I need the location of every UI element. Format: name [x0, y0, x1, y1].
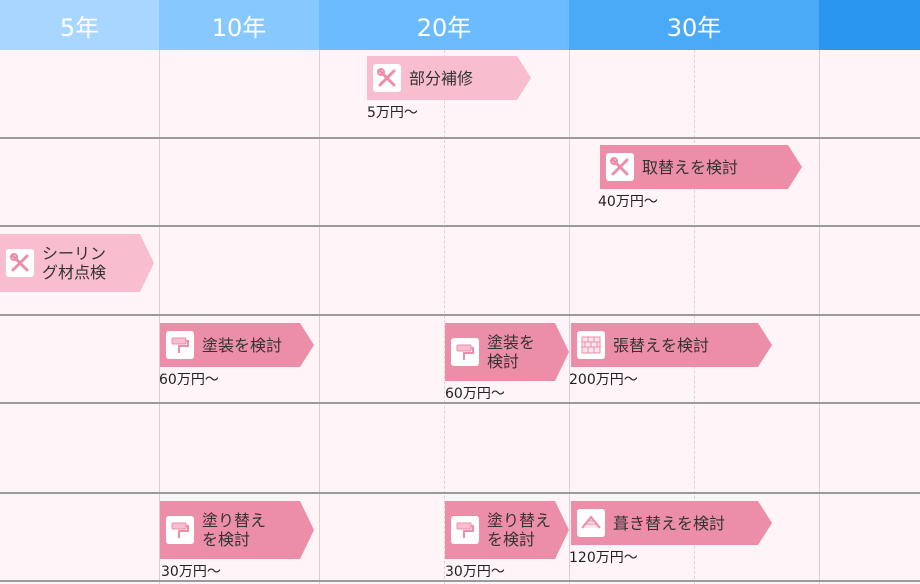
- tag-label: 部分補修: [409, 68, 474, 88]
- row-divider: [0, 137, 920, 139]
- price-label: 5万円～: [367, 105, 418, 121]
- price-label: 60万円～: [445, 386, 505, 402]
- grid-vline: [319, 50, 320, 584]
- price-label: 40万円～: [598, 194, 658, 210]
- paint-roller-icon: [166, 516, 194, 544]
- tag-arrow: [555, 323, 569, 381]
- tag-label: 塗装を 検討: [487, 333, 536, 371]
- sealing-inspection-tag: シーリン グ材点検: [0, 234, 154, 292]
- tag-arrow: [300, 323, 314, 367]
- grid-vline: [159, 50, 160, 584]
- roof-replace-tag: 葺き替えを検討: [571, 501, 772, 545]
- paint-roller-icon: [451, 516, 479, 544]
- row-divider: [0, 580, 920, 582]
- tag-arrow: [758, 501, 772, 545]
- price-label: 30万円～: [445, 564, 505, 580]
- repaint-consider-tag: 塗り替え を検討: [445, 501, 569, 559]
- header-10-years: 10年: [159, 0, 319, 50]
- brick-wall-icon: [577, 331, 605, 359]
- tag-arrow: [758, 323, 772, 367]
- replace-consider-tag: 取替えを検討: [600, 145, 802, 189]
- timeline-grid: [0, 50, 920, 584]
- paint-roller-icon: [166, 331, 194, 359]
- tag-arrow: [300, 501, 314, 559]
- row-divider: [0, 492, 920, 494]
- tools-icon: [373, 64, 401, 92]
- header-extra: [819, 0, 920, 50]
- tag-label: 葺き替えを検討: [613, 513, 726, 533]
- row-divider: [0, 314, 920, 316]
- grid-vdash: [444, 50, 445, 584]
- tag-label: 張替えを検討: [613, 335, 710, 355]
- header-20-years: 20年: [319, 0, 569, 50]
- tag-label: 塗装を検討: [202, 335, 283, 355]
- tools-icon: [606, 153, 634, 181]
- tag-label: 取替えを検討: [642, 157, 739, 177]
- tag-arrow: [517, 56, 531, 100]
- grid-vline: [819, 50, 820, 584]
- grid-vdash: [694, 50, 695, 584]
- tag-label: 塗り替え を検討: [487, 511, 552, 549]
- tag-arrow: [140, 234, 154, 292]
- header-5-years: 5年: [0, 0, 159, 50]
- price-label: 200万円～: [569, 372, 638, 388]
- roof-icon: [577, 509, 605, 537]
- wall-replace-tag: 張替えを検討: [571, 323, 772, 367]
- header-30-years: 30年: [569, 0, 819, 50]
- price-label: 30万円～: [161, 564, 221, 580]
- tag-arrow: [555, 501, 569, 559]
- price-label: 120万円～: [569, 550, 638, 566]
- row-divider: [0, 402, 920, 404]
- paint-consider-tag: 塗装を検討: [160, 323, 314, 367]
- partial-repair-tag: 部分補修: [367, 56, 531, 100]
- tag-label: シーリン グ材点検: [42, 244, 107, 282]
- tag-label: 塗り替え を検討: [202, 511, 267, 549]
- tag-arrow: [788, 145, 802, 189]
- timeline-header: 5年 10年 20年 30年: [0, 0, 920, 50]
- row-divider: [0, 225, 920, 227]
- price-label: 60万円～: [159, 372, 219, 388]
- repaint-consider-tag: 塗り替え を検討: [160, 501, 314, 559]
- paint-consider-tag: 塗装を 検討: [445, 323, 569, 381]
- grid-vline: [569, 50, 570, 584]
- paint-roller-icon: [451, 338, 479, 366]
- tools-icon: [6, 249, 34, 277]
